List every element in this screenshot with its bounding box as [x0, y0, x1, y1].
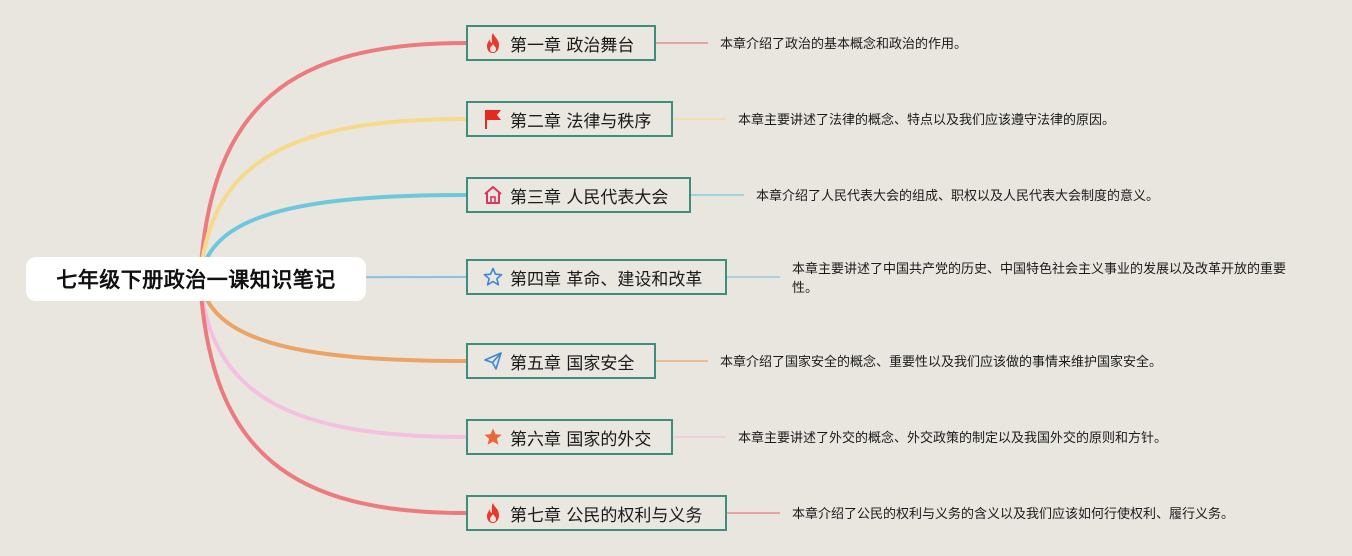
chapter-node-1[interactable]: 第一章 政治舞台 [466, 25, 656, 61]
chapter-node-4[interactable]: 第四章 革命、建设和改革 [466, 259, 727, 295]
star-outline-icon [482, 266, 504, 288]
chapter-node-6[interactable]: 第六章 国家的外交 [466, 419, 673, 455]
branch-line-3 [198, 193, 468, 281]
chapter-description-5: 本章介绍了国家安全的概念、重要性以及我们应该做的事情来维护国家安全。 [720, 355, 1163, 370]
chapter-label: 第一章 政治舞台 [510, 35, 635, 56]
root-topic[interactable]: 七年级下册政治一课知识笔记 [26, 257, 366, 301]
chapter-node-2[interactable]: 第二章 法律与秩序 [466, 101, 673, 137]
chapter-description-6: 本章主要讲述了外交的概念、外交政策的制定以及我国外交的原则和方针。 [738, 431, 1168, 446]
chapter-label: 第二章 法律与秩序 [510, 111, 652, 132]
home-icon [482, 184, 504, 206]
chapter-description-2: 本章主要讲述了法律的概念、特点以及我们应该遵守法律的原因。 [738, 113, 1116, 128]
chapter-label: 第六章 国家的外交 [510, 429, 652, 450]
star-filled-icon [482, 426, 504, 448]
branch-line-7 [198, 277, 468, 515]
chapter-description-4: 本章主要讲述了中国共产党的历史、中国特色社会主义事业的发展以及改革开放的重要性。 [792, 262, 1287, 296]
chapter-label: 第三章 人民代表大会 [510, 187, 669, 208]
chapter-description-3: 本章介绍了人民代表大会的组成、职权以及人民代表大会制度的意义。 [756, 189, 1160, 204]
chapter-description-1: 本章介绍了政治的基本概念和政治的作用。 [720, 37, 968, 52]
branch-line-2 [198, 117, 468, 281]
root-title: 七年级下册政治一课知识笔记 [56, 268, 336, 292]
fire-icon [482, 502, 504, 524]
chapter-label: 第五章 国家安全 [510, 353, 635, 374]
chapter-description-7: 本章介绍了公民的权利与义务的含义以及我们应该如何行使权利、履行义务。 [792, 507, 1235, 522]
chapter-node-5[interactable]: 第五章 国家安全 [466, 343, 656, 379]
chapter-label: 第七章 公民的权利与义务 [510, 505, 703, 526]
branch-line-1 [198, 41, 468, 281]
chapter-label: 第四章 革命、建设和改革 [510, 269, 703, 290]
branch-line-6 [198, 277, 468, 439]
paper-plane-icon [482, 350, 504, 372]
fire-icon [482, 32, 504, 54]
chapter-node-7[interactable]: 第七章 公民的权利与义务 [466, 495, 727, 531]
flag-icon [482, 108, 504, 130]
chapter-node-3[interactable]: 第三章 人民代表大会 [466, 177, 691, 213]
